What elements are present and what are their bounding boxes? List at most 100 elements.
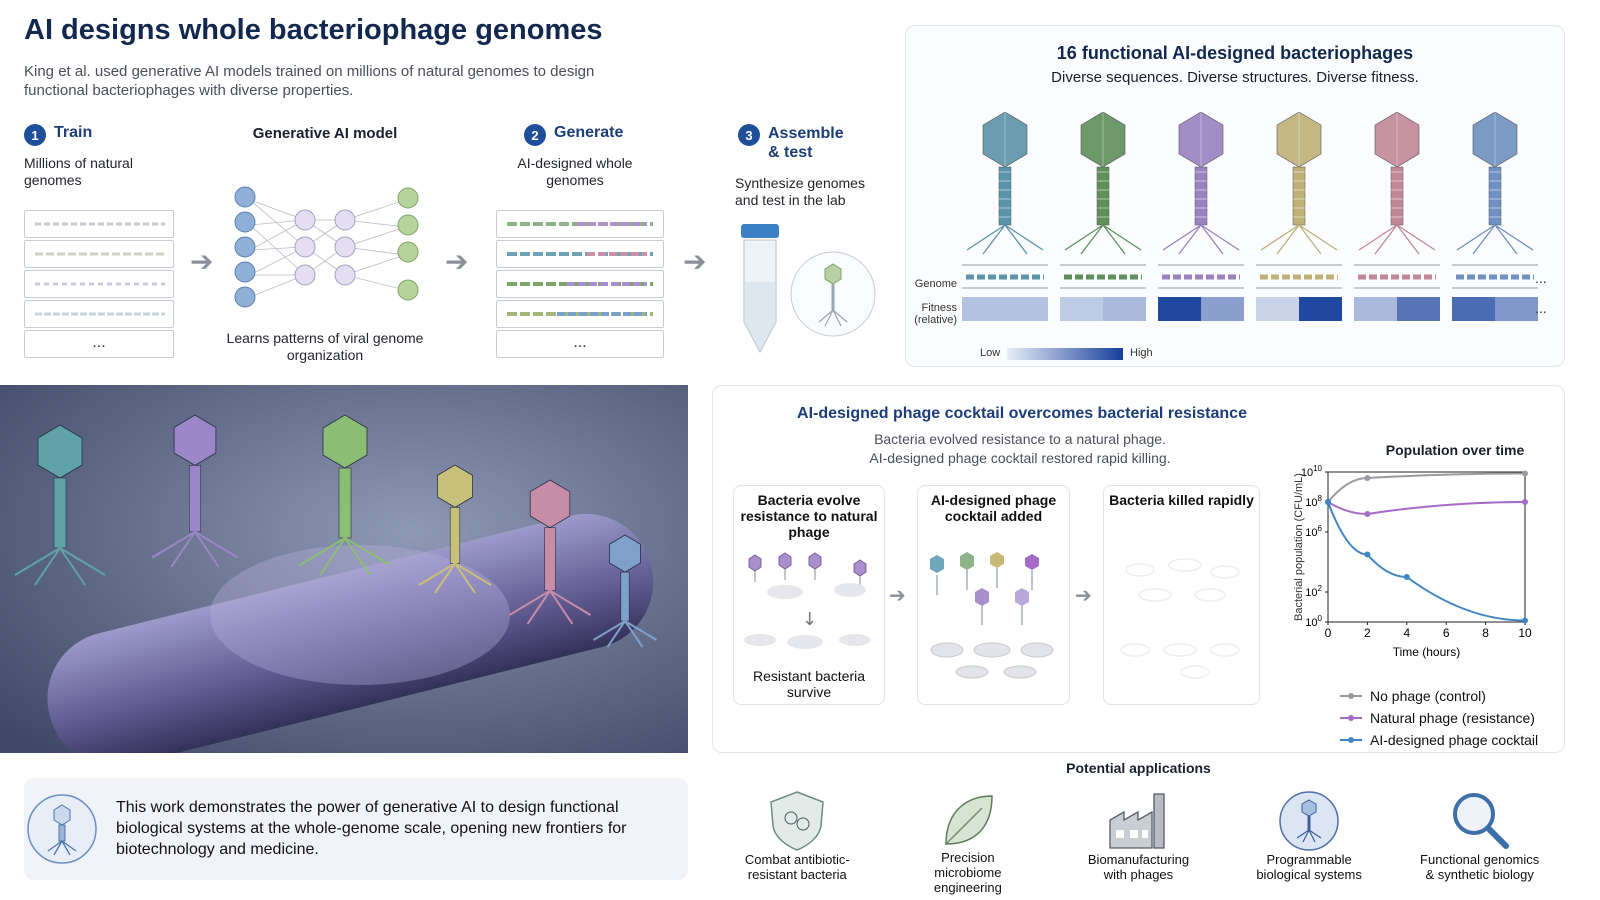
application-label: Functional genomics xyxy=(1420,852,1540,867)
application-label: Biomanufacturing xyxy=(1087,852,1190,867)
model-label: Generative AI model xyxy=(252,125,398,142)
step-cocktail-card xyxy=(917,485,1070,705)
application-item: Combat antibiotic- resistant bacteria xyxy=(722,790,872,895)
neural-network-icon xyxy=(234,186,419,308)
ai-genome-row xyxy=(496,210,664,238)
step-generate-label: Generate xyxy=(554,124,624,141)
step-number-1: 1 xyxy=(24,124,46,146)
chart-data-point xyxy=(1364,551,1371,558)
chart-x-tick-label: 4 xyxy=(1403,626,1410,640)
micro-phage xyxy=(14,424,106,586)
chart-y-axis-label: Bacterial population (CFU/mL) xyxy=(1293,473,1305,621)
micro-phage xyxy=(418,464,492,594)
factory-icon xyxy=(1109,793,1166,849)
step-train-desc: Millions of natural genomes xyxy=(24,155,133,188)
application-label: engineering xyxy=(933,880,1002,895)
ai-genome-stack: ... xyxy=(496,210,664,360)
chart-legend: No phage (control) Natural phage (resist… xyxy=(1340,685,1538,751)
phage-gallery xyxy=(962,112,1538,321)
fitness-cell xyxy=(1354,297,1397,321)
test-tube-icon xyxy=(741,224,876,354)
chart-y-tick-label: 106 xyxy=(1305,524,1322,539)
cocktail-subtitle-1: Bacteria evolved resistance to a natural… xyxy=(874,431,1166,447)
natural-genome-row xyxy=(24,210,174,238)
fitness-cell xyxy=(1299,297,1342,321)
fitness-cell xyxy=(1452,297,1495,321)
natural-genome-row xyxy=(24,300,174,328)
fitness-cell xyxy=(1201,297,1244,321)
application-label: Programmable xyxy=(1266,852,1352,867)
application-label: with phages xyxy=(1103,867,1174,882)
chart-y-tick-label: 1010 xyxy=(1301,464,1323,479)
legend-label: Natural phage (resistance) xyxy=(1370,710,1535,726)
arrow-right-icon: ➔ xyxy=(889,585,906,607)
chart-data-point xyxy=(1522,470,1528,477)
genome-ellipsis: ... xyxy=(92,334,106,351)
shield-icon xyxy=(770,791,825,851)
legend-item-ai-cocktail: AI-designed phage cocktail xyxy=(1340,729,1538,751)
natural-genome-row: ... xyxy=(24,330,174,358)
phage-circle-icon xyxy=(1279,791,1339,851)
svg-text:↓: ↓ xyxy=(802,609,817,630)
chart-x-tick-label: 8 xyxy=(1482,626,1489,640)
leaf-icon xyxy=(945,795,993,845)
application-item: Programmable biological systems xyxy=(1234,790,1384,895)
step-number-2: 2 xyxy=(524,124,546,146)
chart-data-point xyxy=(1364,511,1371,517)
step-killed-card xyxy=(1103,485,1260,705)
phage-illustration xyxy=(1064,112,1142,255)
phage-cocktail-icon xyxy=(930,552,1054,679)
conclusion-text: This work demonstrates the power of gene… xyxy=(116,799,627,858)
chart-x-tick-label: 2 xyxy=(1364,626,1371,640)
chart-series-line xyxy=(1327,501,1526,622)
application-item: Biomanufacturing with phages xyxy=(1063,790,1213,895)
chart-x-tick-label: 0 xyxy=(1325,626,1332,640)
genome-ellipsis: ... xyxy=(573,334,587,351)
dead-bacteria-icon xyxy=(1120,558,1240,679)
legend-item-no-phage: No phage (control) xyxy=(1340,685,1538,707)
chart-data-point xyxy=(1403,574,1410,580)
application-item: Precision microbiome engineering xyxy=(893,790,1043,895)
step-resistance-title: Bacteria evolve resistance to natural ph… xyxy=(740,492,878,540)
ai-genome-row xyxy=(496,240,664,268)
micro-phage xyxy=(151,414,239,568)
fitness-cell xyxy=(962,297,1005,321)
fitness-cell xyxy=(1397,297,1440,321)
cocktail-panel-title: AI-designed phage cocktail overcomes bac… xyxy=(797,405,1247,422)
application-label: & synthetic biology xyxy=(1425,867,1534,882)
cocktail-subtitle-2: AI-designed phage cocktail restored rapi… xyxy=(869,450,1171,466)
arrow-right-icon: ➔ xyxy=(1075,585,1092,607)
applications-row: Combat antibiotic- resistant bacteria Pr… xyxy=(712,790,1565,895)
natural-genome-stack: ... xyxy=(24,210,174,360)
step-generate-heading: 2 Generate xyxy=(524,124,623,146)
application-label: Combat antibiotic- xyxy=(744,852,850,867)
ai-genome-row: ... xyxy=(496,330,664,358)
natural-genome-row xyxy=(24,270,174,298)
fitness-cell xyxy=(1256,297,1299,321)
chart-x-tick-label: 6 xyxy=(1443,626,1450,640)
step-cocktail-title: AI-designed phage cocktail added xyxy=(930,492,1057,524)
phage-illustration xyxy=(1358,112,1436,255)
phages-panel-subtitle: Diverse sequences. Diverse structures. D… xyxy=(1051,69,1419,86)
genome-more: ... xyxy=(1535,270,1547,286)
phage-bacterium-illustration xyxy=(0,385,688,753)
application-item: Functional genomics & synthetic biology xyxy=(1405,790,1555,895)
phage-badge-icon xyxy=(27,794,97,864)
phages-panel-title: 16 functional AI-designed bacteriophages xyxy=(1056,43,1414,63)
chart-data-point xyxy=(1364,475,1371,481)
magnifier-icon xyxy=(1452,793,1509,849)
chart-series-line xyxy=(1327,472,1526,503)
chart-x-axis-label: Time (hours) xyxy=(1393,645,1461,659)
phage-illustration xyxy=(1162,112,1240,255)
legend-label: AI-designed phage cocktail xyxy=(1370,732,1539,748)
fitness-row-label: Fitness (relative) xyxy=(914,302,957,326)
natural-genome-row xyxy=(24,240,174,268)
genome-row-label: Genome xyxy=(914,278,957,290)
fitness-cell xyxy=(1158,297,1201,321)
step-generate-desc: AI-designed whole genomes xyxy=(517,155,633,188)
legend-item-natural-phage: Natural phage (resistance) xyxy=(1340,707,1538,729)
phage-illustration xyxy=(1260,112,1338,255)
chart-data-point xyxy=(1522,499,1528,505)
fitness-cell xyxy=(1060,297,1103,321)
